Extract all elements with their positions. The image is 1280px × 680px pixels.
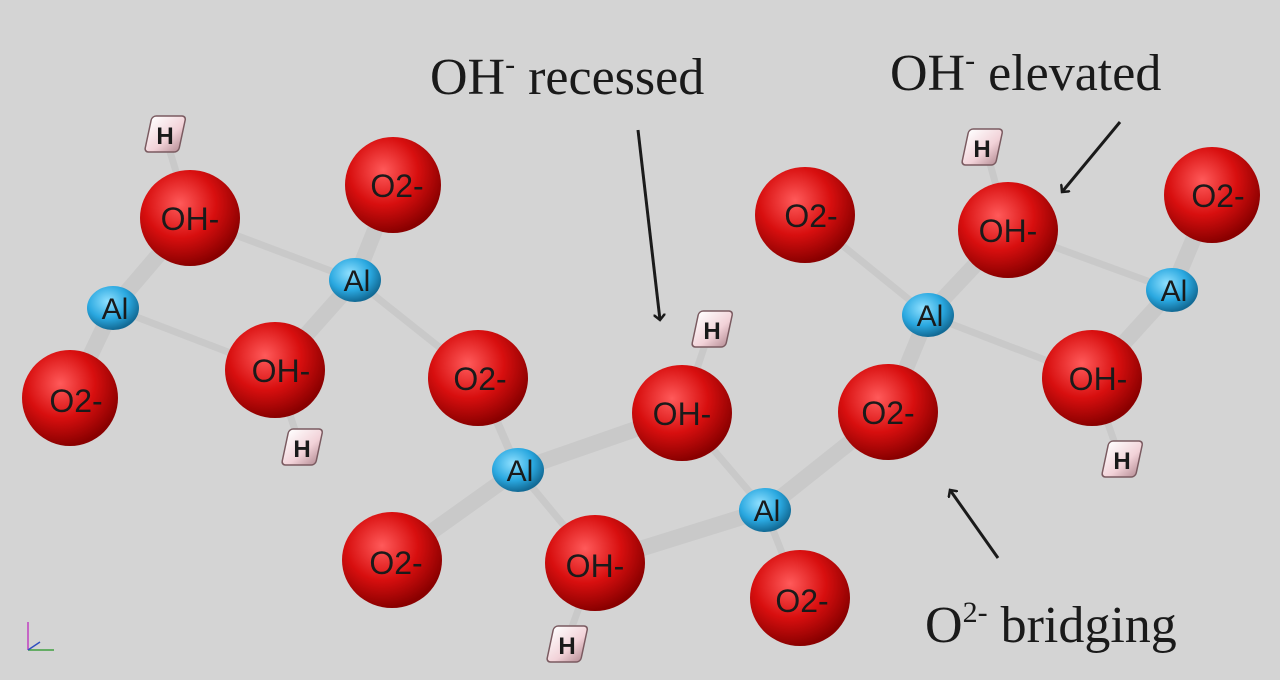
label-o2-bridging: O2- bridging [925, 596, 1177, 654]
hydrogen-label: H [973, 136, 990, 163]
aluminum-label: Al [102, 293, 129, 326]
hydrogen-label: H [703, 318, 720, 345]
oxygen-atom: O2- [755, 167, 855, 263]
oxide-label: O2- [784, 198, 837, 234]
oxygen-atom: OH- [545, 515, 645, 611]
hydrogen-label: H [558, 633, 575, 660]
oxide-label: O2- [369, 545, 422, 581]
hydrogen-atom: H [144, 115, 187, 153]
aluminum-label: Al [1161, 275, 1188, 308]
oxide-label: O2- [861, 395, 914, 431]
label-oh-recessed: OH- recessed [430, 48, 704, 106]
hydrogen-atom: H [961, 128, 1004, 166]
oxygen-atom: O2- [22, 350, 118, 446]
hydroxide-label: OH- [1069, 361, 1128, 397]
oxygen-atom: O2- [345, 137, 441, 233]
aluminum-label: Al [754, 495, 781, 528]
oxygen-atom: OH- [958, 182, 1058, 278]
hydroxide-label: OH- [566, 548, 625, 584]
oxygen-atom: O2- [750, 550, 850, 646]
aluminum-atom: Al [87, 286, 139, 330]
hydroxide-label: OH- [161, 201, 220, 237]
oxygen-atom: O2- [428, 330, 528, 426]
hydroxide-label: OH- [979, 213, 1038, 249]
oxygen-atom: OH- [1042, 330, 1142, 426]
aluminum-atom: Al [902, 293, 954, 337]
arrow-recessed [636, 129, 660, 320]
oxide-label: O2- [775, 583, 828, 619]
oxide-label: O2- [453, 361, 506, 397]
oxygen-layer: OH- O2- OH- O2- O2- OH- O2- OH- [22, 137, 1260, 646]
hydrogen-label: H [156, 123, 173, 150]
hydroxide-label: OH- [252, 353, 311, 389]
oxide-label: O2- [370, 168, 423, 204]
oxygen-atom: OH- [225, 322, 325, 418]
oxygen-atom: O2- [342, 512, 442, 608]
annotation-arrows [636, 121, 1122, 559]
hydrogen-atom: H [691, 310, 734, 348]
hydrogen-label: H [1113, 448, 1130, 475]
arrow-elevated [1062, 121, 1122, 192]
aluminum-label: Al [344, 265, 371, 298]
oxide-label: O2- [1191, 178, 1244, 214]
oxygen-atom: OH- [140, 170, 240, 266]
aluminum-label: Al [507, 455, 534, 488]
label-oh-elevated: OH- elevated [890, 44, 1161, 102]
aluminum-atom: Al [329, 258, 381, 302]
aluminum-atom: Al [492, 448, 544, 492]
hydrogen-layer: H H H H H H [144, 115, 1144, 663]
oxygen-atom: O2- [1164, 147, 1260, 243]
oxygen-atom: O2- [838, 364, 938, 460]
hydrogen-atom: H [1101, 440, 1144, 478]
oxide-label: O2- [49, 383, 102, 419]
hydrogen-label: H [293, 436, 310, 463]
hydrogen-atom: H [281, 428, 324, 466]
aluminum-atom: Al [1146, 268, 1198, 312]
hydroxide-label: OH- [653, 396, 712, 432]
oxygen-atom: OH- [632, 365, 732, 461]
aluminum-layer: Al Al Al Al Al Al [87, 258, 1198, 532]
axis-triad-icon [27, 622, 54, 651]
hydrogen-atom: H [546, 625, 589, 663]
arrow-bridging [950, 490, 1000, 559]
aluminum-label: Al [917, 300, 944, 333]
aluminum-atom: Al [739, 488, 791, 532]
